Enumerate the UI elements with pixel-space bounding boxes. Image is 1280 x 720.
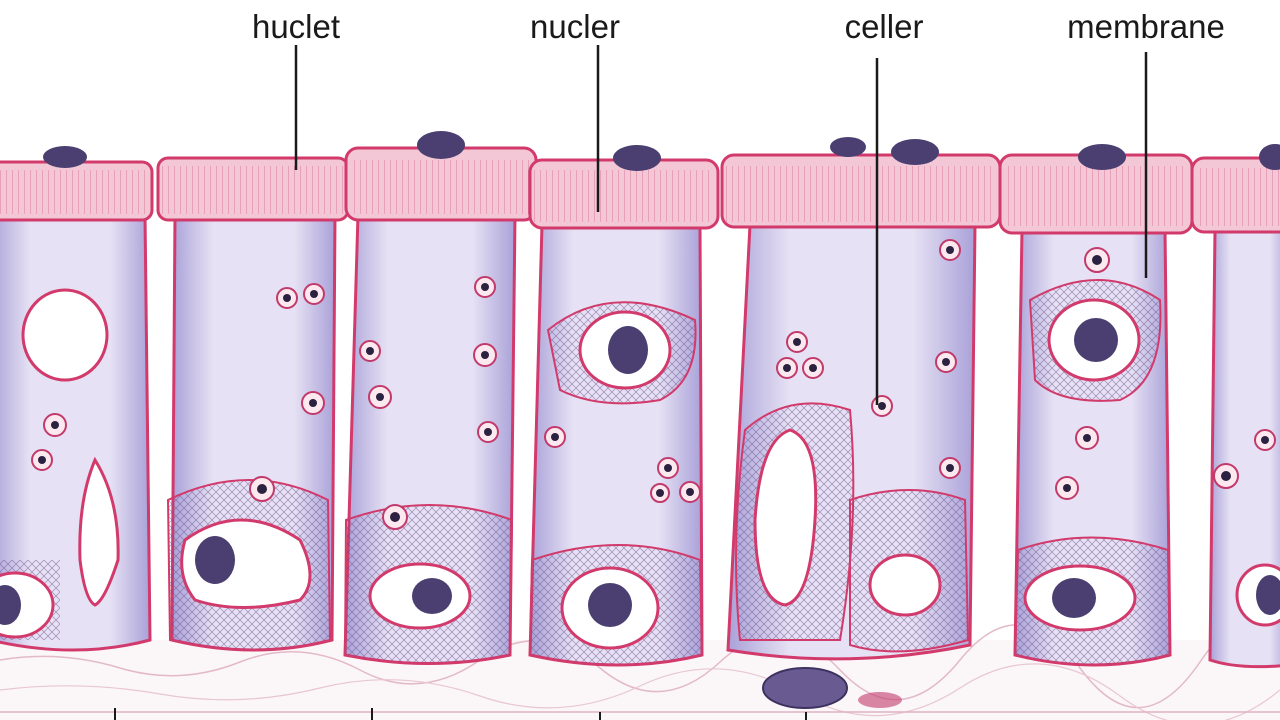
label-nucler: nucler <box>530 8 620 45</box>
epithelial-cell <box>343 131 538 665</box>
label-celler: celler <box>844 8 924 45</box>
epithelial-cell <box>156 156 350 652</box>
cells <box>0 131 1280 669</box>
epithelial-cell <box>720 137 1002 661</box>
label-huclet: huclet <box>251 8 341 45</box>
vesicle-cores <box>38 246 1269 522</box>
epithelial-cell <box>1190 144 1280 669</box>
basal-cell-nucleus <box>762 667 848 709</box>
label-membrane: membrane <box>1067 8 1225 45</box>
epithelial-cell <box>0 146 154 652</box>
epithelial-cell <box>998 144 1194 667</box>
epithelial-cell <box>528 145 720 667</box>
leader-lines <box>294 45 1148 405</box>
